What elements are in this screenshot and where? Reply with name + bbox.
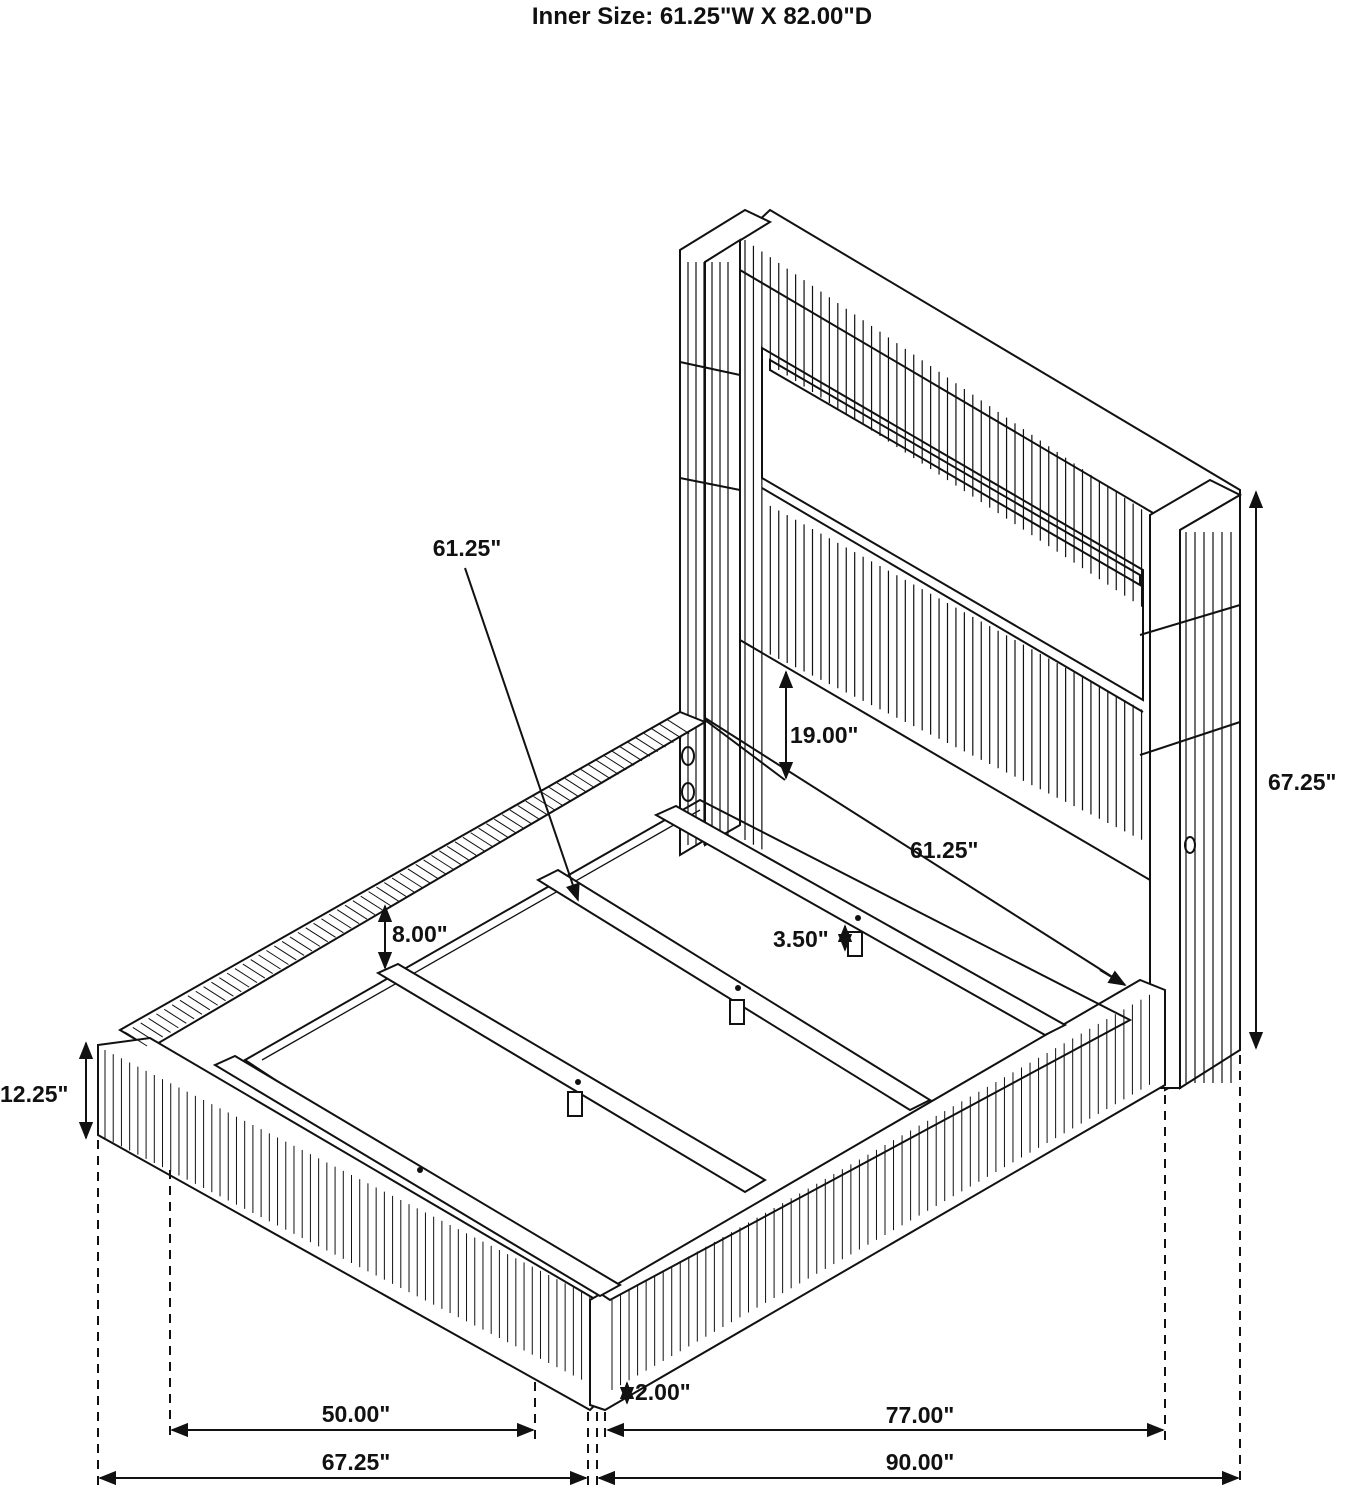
dim-support-leg-label: 3.50" [773, 926, 829, 952]
dimension-labels: 61.25" 19.00" 67.25" 61.25" 8.00" 3.50" … [0, 535, 1336, 1475]
diagram-title: Inner Size: 61.25"W X 82.00"D [532, 3, 872, 30]
dim-overall-length-label: 90.00" [886, 1449, 954, 1475]
dim-inner-front-width-label: 50.00" [322, 1401, 390, 1427]
headboard [679, 208, 1243, 1092]
dim-overall-width-label: 67.25" [322, 1449, 390, 1475]
bed-frame [97, 710, 1166, 1412]
headboard-fluting [687, 240, 1232, 1083]
dimension-lines [78, 490, 1264, 1486]
dim-ground-clearance-label: 2.00" [635, 1379, 691, 1405]
dim-rail-width-label: 61.25" [433, 535, 501, 561]
dim-headboard-clearance-label: 19.00" [790, 722, 858, 748]
dim-bed-height-label: 12.25" [0, 1081, 68, 1107]
rail-fluting [104, 719, 1150, 1390]
dim-inner-width-label: 61.25" [910, 837, 978, 863]
dim-rail-height-label: 8.00" [392, 921, 448, 947]
dim-inner-side-length-label: 77.00" [886, 1402, 954, 1428]
dim-headboard-height-label: 67.25" [1268, 769, 1336, 795]
